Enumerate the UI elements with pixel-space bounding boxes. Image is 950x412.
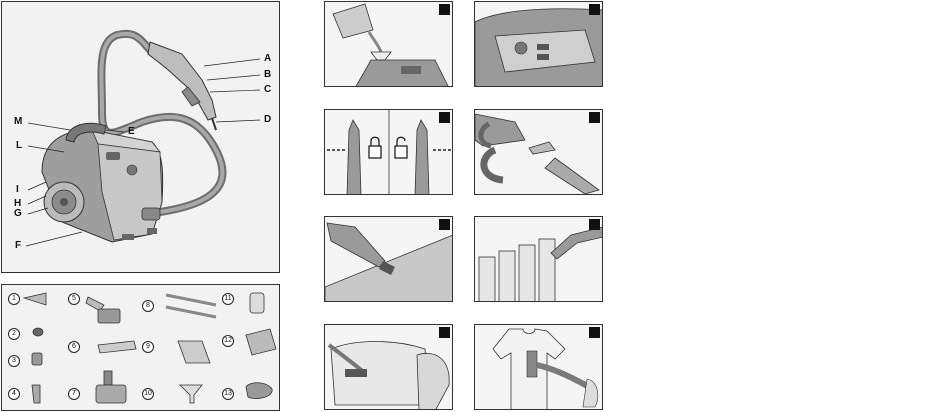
accessory-number-6: 6 [68, 341, 80, 353]
accessory-number-4: 4 [8, 388, 20, 400]
accessory-number-13: 13 [222, 388, 234, 400]
step-badge [589, 4, 600, 15]
steam-cleaner-illustration [2, 2, 280, 273]
label-d: D [264, 115, 271, 125]
step-badge [589, 219, 600, 230]
step-lock-unlock [324, 109, 453, 195]
label-b: B [264, 70, 271, 80]
label-m: M [14, 117, 22, 127]
accessory-number-8: 8 [142, 300, 154, 312]
device-overview-panel: A B C D E M L I H G F [1, 1, 280, 273]
accessory-number-11: 11 [222, 293, 234, 305]
accessory-number-3: 3 [8, 355, 20, 367]
step-clean-radiator [474, 216, 603, 302]
label-a: A [264, 54, 271, 64]
step-fill-water [324, 1, 453, 87]
label-c: C [264, 85, 271, 95]
label-g: G [14, 209, 22, 219]
label-f: F [15, 241, 21, 251]
accessory-number-7: 7 [68, 388, 80, 400]
label-i: I [16, 185, 19, 195]
step-badge [439, 112, 450, 123]
accessory-number-10: 10 [142, 388, 154, 400]
accessory-number-1: 1 [8, 293, 20, 305]
step-control-panel [474, 1, 603, 87]
step-badge [439, 4, 450, 15]
step-badge [439, 327, 450, 338]
label-e: E [128, 127, 135, 137]
step-steam-garment [474, 324, 603, 410]
step-clean-surface [324, 216, 453, 302]
label-l: L [16, 141, 22, 151]
step-badge [589, 327, 600, 338]
accessories-illustration [2, 285, 280, 411]
accessories-panel: 1 2 3 4 5 6 7 8 9 10 11 12 13 [1, 284, 280, 411]
accessory-number-9: 9 [142, 341, 154, 353]
step-clean-sofa [324, 324, 453, 410]
step-attach-nozzle [474, 109, 603, 195]
step-badge [439, 219, 450, 230]
accessory-number-5: 5 [68, 293, 80, 305]
accessory-number-2: 2 [8, 328, 20, 340]
step-badge [589, 112, 600, 123]
accessory-number-12: 12 [222, 335, 234, 347]
